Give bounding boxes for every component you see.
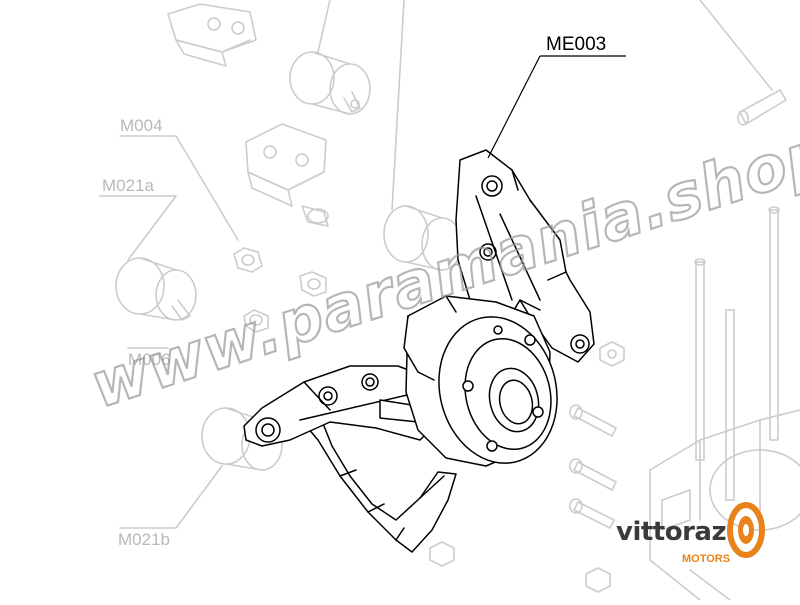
vittorazi-logo: vittorazi MOTORS	[616, 502, 765, 565]
callout-me003: ME003	[546, 34, 606, 55]
silentblock-top	[289, 51, 371, 115]
leader-line-me003	[487, 55, 626, 159]
callout-m021b: M021b	[118, 530, 170, 549]
callout-m006: M006	[128, 350, 171, 369]
bolt-m004-third	[243, 309, 269, 333]
pin-top-right	[737, 89, 787, 126]
callout-m021a: M021a	[102, 176, 155, 195]
bolt-m004	[233, 247, 263, 273]
faded-leader-lines	[99, 0, 773, 529]
nuts	[429, 341, 625, 593]
brand-name: vittorazi	[616, 517, 735, 547]
engine-support-bracket-me003	[243, 149, 595, 553]
rubber-damper-middle	[245, 123, 327, 207]
rubber-damper-top	[167, 3, 257, 67]
bolt-m004-second	[299, 271, 327, 297]
bolts-right	[569, 404, 617, 529]
silentblock-m021a	[115, 257, 197, 321]
brand-ring-icon	[727, 502, 765, 558]
brand-subtitle: MOTORS	[682, 553, 730, 565]
small-bolt-middle	[301, 205, 329, 227]
long-studs-right	[694, 206, 780, 501]
callout-m004: M004	[120, 116, 163, 135]
